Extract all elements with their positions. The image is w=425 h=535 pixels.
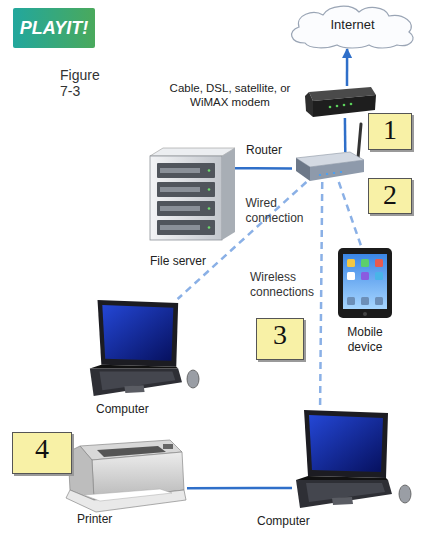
server-side [222, 148, 235, 240]
router: Router [292, 152, 364, 182]
drive-led [208, 169, 211, 172]
paper-tray [66, 490, 186, 512]
wired-connection [344, 118, 347, 152]
app-icon [347, 259, 355, 267]
wired-connection [346, 49, 349, 86]
drive-handle [160, 225, 200, 230]
app-icon [347, 272, 355, 280]
router-led [340, 171, 342, 173]
drive-led [208, 188, 211, 191]
router-led [333, 172, 335, 174]
mobile-device: Mobile device [338, 248, 392, 318]
callout-number: 3 [256, 318, 304, 360]
app-icon [361, 297, 369, 305]
file-server: File server [150, 148, 235, 240]
drive-bay [157, 163, 215, 178]
wired-connection [187, 487, 292, 490]
logo: PLAYIT! [13, 8, 95, 48]
modem: Cable, DSL, satellite, or WiMAX modem [305, 86, 375, 118]
modem-side [305, 92, 313, 117]
server-front [150, 156, 222, 240]
device-label: Router [246, 143, 290, 158]
printer: Printer [65, 440, 187, 510]
file-server-illustration [150, 148, 235, 240]
drive-led [208, 226, 211, 229]
drive-bay [157, 182, 215, 197]
connection-note: Wireless connections [250, 270, 318, 300]
drive-led [208, 207, 211, 210]
modem-led [329, 106, 332, 109]
app-icon [375, 259, 383, 267]
device-label: Printer [77, 512, 137, 527]
router-led [326, 173, 328, 175]
home-button [363, 312, 367, 316]
router-side [296, 158, 310, 181]
drive-handle [160, 206, 200, 211]
wireless-connection [320, 182, 322, 410]
wired-connection [235, 167, 292, 170]
device-label: Computer [257, 514, 337, 529]
laptop-illustration [296, 410, 392, 508]
callout-number: 4 [12, 432, 72, 474]
internet-cloud: Internet [285, 3, 420, 49]
app-icon [375, 272, 383, 280]
modem-led [350, 103, 353, 106]
computer-mouse [187, 370, 199, 388]
device-label: File server [150, 254, 230, 269]
connection-label: Wired connection [246, 196, 308, 226]
router-led [319, 174, 321, 176]
modem-led [336, 105, 339, 108]
drive-bay [157, 220, 215, 235]
drive-handle [160, 168, 200, 173]
printer-panel [163, 444, 173, 449]
drive-bay [157, 201, 215, 216]
computer: Computer [88, 299, 200, 399]
router-front [310, 160, 364, 181]
computer: Computer [292, 410, 414, 510]
server-top [150, 148, 235, 156]
device-label: Internet [285, 17, 420, 33]
modem-led [343, 104, 346, 107]
app-icon [361, 259, 369, 267]
callout-number: 1 [368, 113, 412, 150]
app-icon [375, 297, 383, 305]
modem-front [313, 95, 376, 117]
device-label: Mobile device [332, 325, 398, 355]
laptop-illustration [90, 300, 182, 396]
app-icon [347, 297, 355, 305]
tablet-body [338, 248, 392, 318]
paper-sheet [84, 489, 172, 501]
modem-illustration [305, 87, 376, 117]
router-antenna [358, 124, 361, 158]
figure-caption: Figure 7-3 [60, 67, 108, 99]
tablet-illustration [338, 248, 392, 318]
computer-mouse [399, 485, 411, 503]
drive-handle [160, 187, 200, 192]
callout-number: 2 [368, 178, 412, 214]
device-label: Computer [96, 402, 176, 417]
tablet-screen [343, 254, 387, 309]
wireless-connection [339, 182, 362, 248]
app-icon [361, 272, 369, 280]
device-label: Cable, DSL, satellite, or WiMAX modem [165, 81, 295, 109]
router-illustration [296, 124, 364, 181]
printer-illustration [66, 440, 186, 512]
